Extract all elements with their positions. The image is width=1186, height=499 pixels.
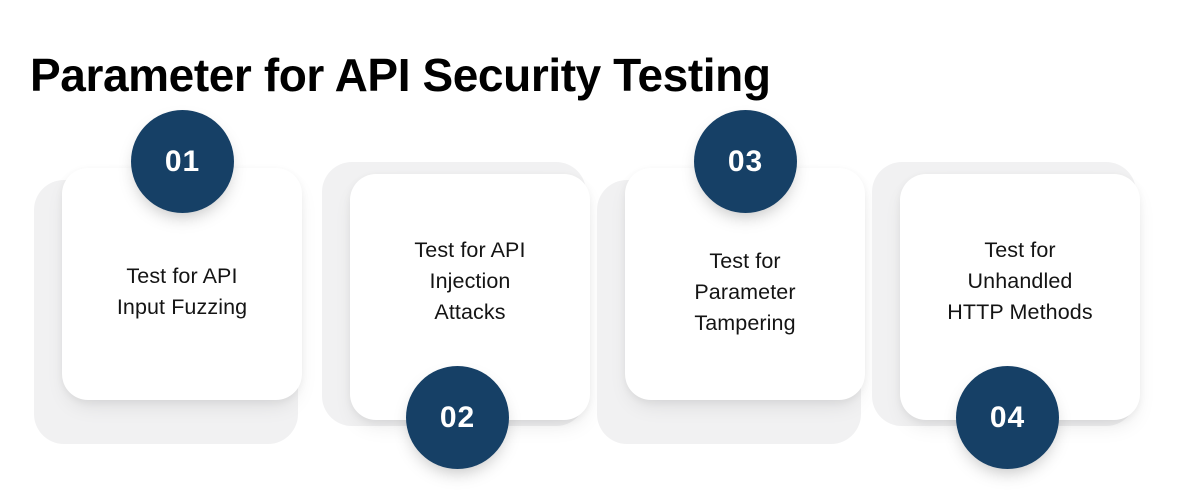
step-label: Test for API Input Fuzzing: [116, 264, 248, 319]
step-card[interactable]: Test for API Injection Attacks: [350, 174, 590, 420]
step-label: Test for API Injection Attacks: [414, 237, 526, 324]
step-number-badge: 01: [131, 110, 234, 213]
step-label: Test for Parameter Tampering: [694, 248, 796, 335]
step-number-badge: 04: [956, 366, 1059, 469]
step-number: 02: [439, 400, 476, 434]
step-number: 04: [989, 400, 1026, 434]
process-step-04[interactable]: Test for Unhandled HTTP Methods 04: [872, 96, 1162, 469]
step-number: 01: [164, 144, 201, 178]
process-step-01[interactable]: Test for API Input Fuzzing 01: [34, 96, 324, 444]
process-step-02[interactable]: Test for API Injection Attacks 02: [322, 96, 612, 469]
step-number-badge: 02: [406, 366, 509, 469]
step-number: 03: [727, 144, 764, 178]
step-label: Test for Unhandled HTTP Methods: [947, 237, 1093, 324]
step-number-badge: 03: [694, 110, 797, 213]
page-title: Parameter for API Security Testing: [30, 48, 771, 101]
process-flow: Test for API Input Fuzzing 01 Test for A…: [0, 96, 1186, 499]
process-step-03[interactable]: Test for Parameter Tampering 03: [597, 96, 887, 444]
